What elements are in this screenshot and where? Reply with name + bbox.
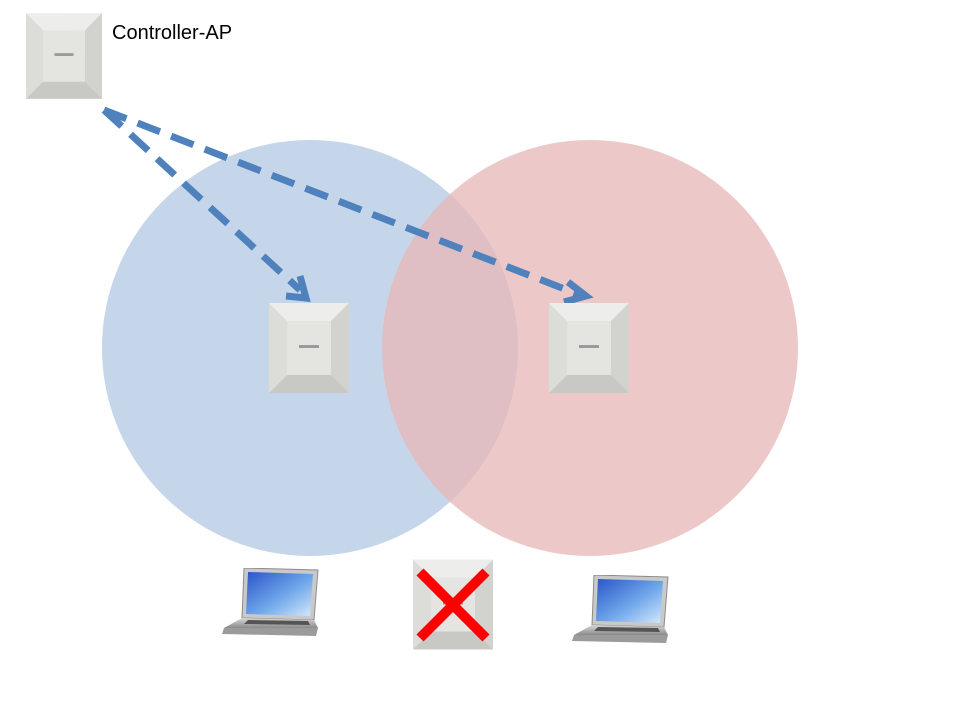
failed-x-mark-icon xyxy=(416,568,490,642)
controller-ap-label: Controller-AP xyxy=(112,22,232,44)
arrow-to-right-ap xyxy=(102,106,594,306)
right-ap-icon xyxy=(549,303,629,393)
failed-ap xyxy=(413,559,493,650)
controller-ap-icon xyxy=(26,13,102,99)
left-laptop-icon xyxy=(221,568,319,637)
arrow-to-left-ap xyxy=(101,107,311,302)
left-ap-icon xyxy=(269,303,349,393)
right-laptop-icon xyxy=(571,575,669,644)
